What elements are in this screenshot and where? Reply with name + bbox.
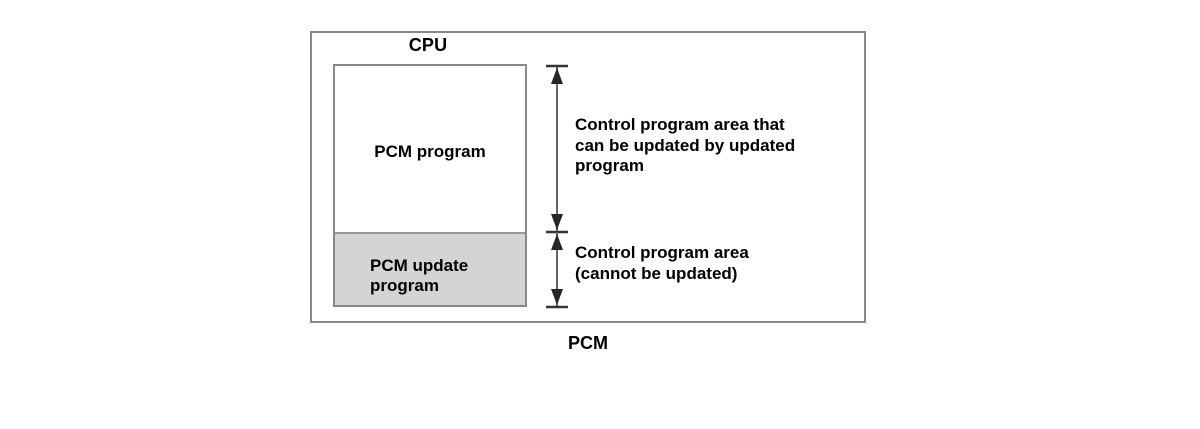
pcm-caption: PCM (568, 333, 608, 353)
pcm-update-program-region: PCM update program (335, 232, 525, 305)
updatable-area-annotation: Control program area that can be updated… (575, 115, 796, 176)
pcm-program-label: PCM program (374, 142, 486, 161)
pcm-update-program-label: PCM update program (370, 256, 469, 296)
pcm-program-region: PCM program (335, 66, 525, 232)
memory-map-box: PCM program PCM update program (333, 64, 527, 307)
non-updatable-area-annotation: Control program area (cannot be updated) (575, 243, 749, 283)
cpu-label: CPU (408, 35, 448, 55)
